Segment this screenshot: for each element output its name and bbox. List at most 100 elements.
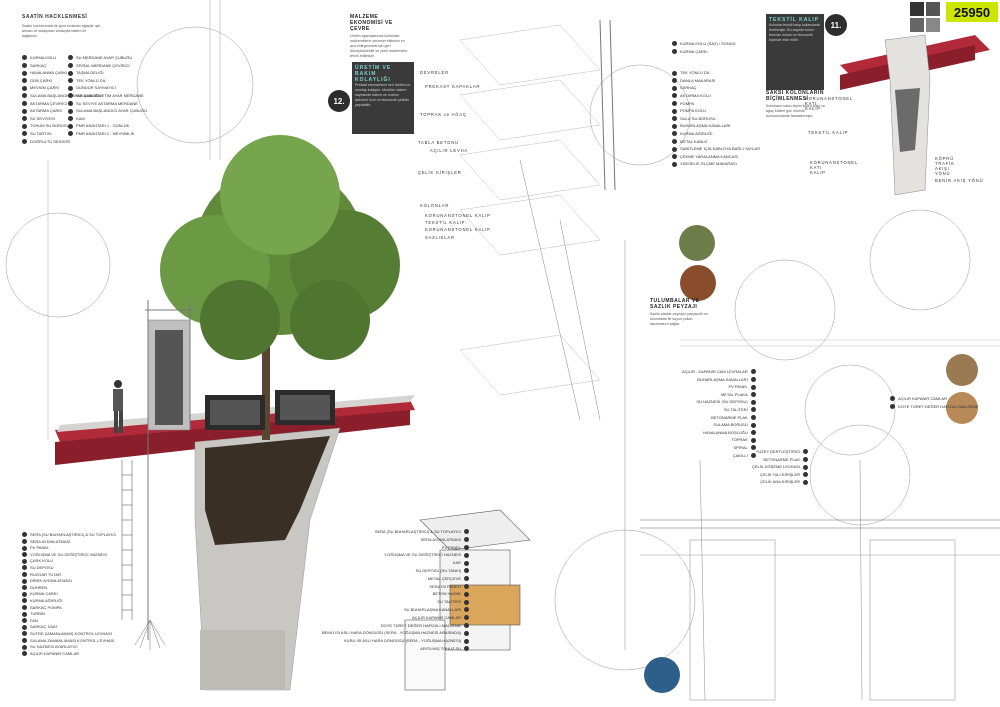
exploded-label: SAZLIKLAR [425,235,455,240]
list-item: ÇELİK ANA KİRİŞLER [752,478,811,486]
photo-thumbnail-1 [679,225,715,261]
planter-modules [205,390,335,430]
list-item: SABİTLEME İÇİN KABLOYA BAĞLI YAYLAR [672,145,760,153]
list-item: DOĞRULTU SENSÖR [22,138,101,146]
list-item: TAŞMA DELİĞİ [68,69,147,77]
logo-square-4 [926,18,940,32]
list-item: TOHUM SU BORUSU [22,122,101,130]
panel-number-11: 11. [825,14,847,36]
list-item: PV PANEL [22,545,116,552]
exploded-label: PREKAST KAPAKLAR [425,84,481,89]
list-item: PMR ANAHTARI 1 - GÜNLÜK [68,122,147,130]
list-item: KURMA ÇARKI [672,48,760,56]
list-item: SU HAZNESİ (SU DEPOSU) [682,398,759,406]
list-item: SULAMA DENETİM AYAR MERDANE [68,92,147,100]
column-label: KORUNANSTONEL KATI KALIP [805,96,853,111]
list-item: PV PANEL [682,383,759,391]
exploded-label: KORUNANSTONEL KALIP [425,213,491,218]
hack-legend-col1: KURMA KOLU SARKAÇ HAVALANMA ÇARKI GÜN ÇA… [22,54,101,145]
mid-detail-circle [589,64,691,166]
list-item: HAVALANMA BOŞLUĞU [682,429,759,437]
photo-thumbnail-3 [946,354,978,386]
right-legend-2: YÜZEY DERTLEŞTİRİCİ BETONARME PLAK ÇELİK… [752,448,811,486]
list-item: SERA ISI PANELİ [322,583,472,591]
column-label: TEKSTİL KALIP [808,130,849,135]
list-item: SARKAÇ SAAT [22,624,116,631]
list-item: AÇILIR KAPANIR CAMLAR [322,614,472,622]
list-item: SPİRAL [682,444,759,452]
list-item: KURMA ÇARKI [22,591,116,598]
clock-detail-circle [136,26,254,144]
list-item: YOĞUŞMA VE SU DEĞİŞTİRİCİ HAZNESİ [22,552,116,559]
list-item: SU DEPOSU [22,565,116,572]
list-item: AÇILIR KAPANIR CAMLAR [22,651,116,658]
marsh-text: Sazlık alanlar peyzajın parçasıdır ve tu… [650,312,708,326]
exploded-label: AÇILIR LEVHA [430,148,468,153]
hack-legend-intro: Saatin hacklenmesi ile içine bırakılan a… [22,23,101,38]
mid-top-legend: KURMA KOLU (SAZ) / SONDÜ KURMA ÇARKI TEK… [672,40,760,168]
list-item: YÜZEY DERTLEŞTİRİCİ [752,448,811,456]
right-legend: AÇILIR - KAPANIR CAM LEVHALAR BUHARLAŞMA… [682,368,759,459]
marsh-title: TULUMBALAR VE SAZLIK PEYZAJI [650,298,700,310]
list-item: SERA (SU BUHARLAŞTIRICI) & SU TOPLAYICI [322,528,472,536]
textile-title: TEKSTİL KALIP [769,17,820,23]
list-item: SULAMA ZAMANLAMASI KONTROL LEVHASI [22,638,116,645]
list-item: HAVALANMA ÇARKI [22,69,101,77]
list-item: TEK YÖNLÜ DİL [672,69,760,77]
list-item: DAMLA MAKARASI [672,77,760,85]
textile-panel: TEKSTİL KALIP Kolonlar tekstil kalıp kul… [766,14,824,90]
logo-square-1 [910,2,924,16]
column-label: KÖPRÜ TRAFİK AKIŞI YÖNÜ [935,156,955,176]
photo-thumbnail-2 [680,265,716,301]
list-item: AKTARMA ÇARKI [22,107,101,115]
material-text: Üretim aşamalarında kullanılan malzemele… [350,34,408,58]
list-item: DİREK AYDINLATMASI [22,578,116,585]
exploded-label: TABLA BETONU [418,140,459,145]
exploded-label: DEVRELER [420,70,449,75]
list-item: ÇAKILLI [682,452,759,460]
list-item: ÇARK KOLU [22,558,116,565]
device-axonometric [404,509,531,691]
list-item: SU DEPOSU (SU TANKI) [322,567,472,575]
list-item: TOPRAK [682,436,759,444]
list-item: AKTARMA KOLU [672,92,760,100]
list-item: KURMA KOLU [22,54,101,62]
production-panel: ÜRETİM VE BAKIM KOLAYLIĞI Prekast eleman… [352,62,414,134]
column-form-text: Kolonların saksı biçimi köprü yükü ve ağ… [766,104,826,118]
logo-square-3 [910,18,924,32]
list-item: SERA AYDINLATMASI [22,539,116,546]
exploded-label: TOPRAK ve AĞAÇ [420,112,467,117]
panel-number-12: 12. [328,90,350,112]
hack-legend-col2: SU MERDANE AYAR ÇUBUĞU SPİRAL MERDANE ÇE… [68,54,147,138]
list-item: ÇEKME YARALANMA KANCASI [672,153,760,161]
list-item: SULAMA BAŞLANGICI AYAR ÇUBUĞU [68,107,147,115]
reed-roots [134,619,166,650]
list-item: YÜKSELİK ÖLÇME MAKARASI [672,160,760,168]
list-item: METAL ÇERÇEVE [322,575,472,583]
list-item: BETONARME PLAK [752,456,811,464]
list-item: SERA (SU BUHARLAŞTIRICI) & SU TOPLAYICI [22,532,116,539]
tree-image [160,135,400,440]
textile-text: Kolonlar tekstil kalıp kullanılarak üret… [769,23,821,42]
list-item: GÜN ÇARKI [22,77,101,85]
list-item: GÜNDÜR SAYMAYICI [68,84,147,92]
list-item: PV PANEL [322,544,472,552]
logo-square-2 [926,2,940,16]
list-item: SU TALİTERİ [682,406,759,414]
list-item: SU SEVİYE AKTARMA MERDANE [68,100,147,108]
list-item: KAM [68,115,147,123]
bottom-left-legend: SERA (SU BUHARLAŞTIRICI) & SU TOPLAYICI … [22,532,116,657]
photo-thumbnail-5 [644,657,680,693]
material-panel: MALZEME EKONOMİSİ VE ÇEVRE Üretim aşamal… [350,14,408,59]
list-item: KURMA KOLU (SAZ) / SONDÜ [672,40,760,48]
list-item: AKTARMA ÇEVİRİCİ [22,100,101,108]
list-item: METAL KABLO [672,138,760,146]
list-item: RUZGAR TUTAR [22,572,116,579]
exploded-label: ÇELİK KİRİŞLER [418,170,462,175]
list-item: SERA AYDINLATMASI [322,536,472,544]
list-item: DUHREN [22,585,116,592]
list-item: SU SEVİYESİ [22,115,101,123]
exploded-label: TEKSTİL KALIP [425,220,466,225]
list-item: POMPA KOLU [672,107,760,115]
